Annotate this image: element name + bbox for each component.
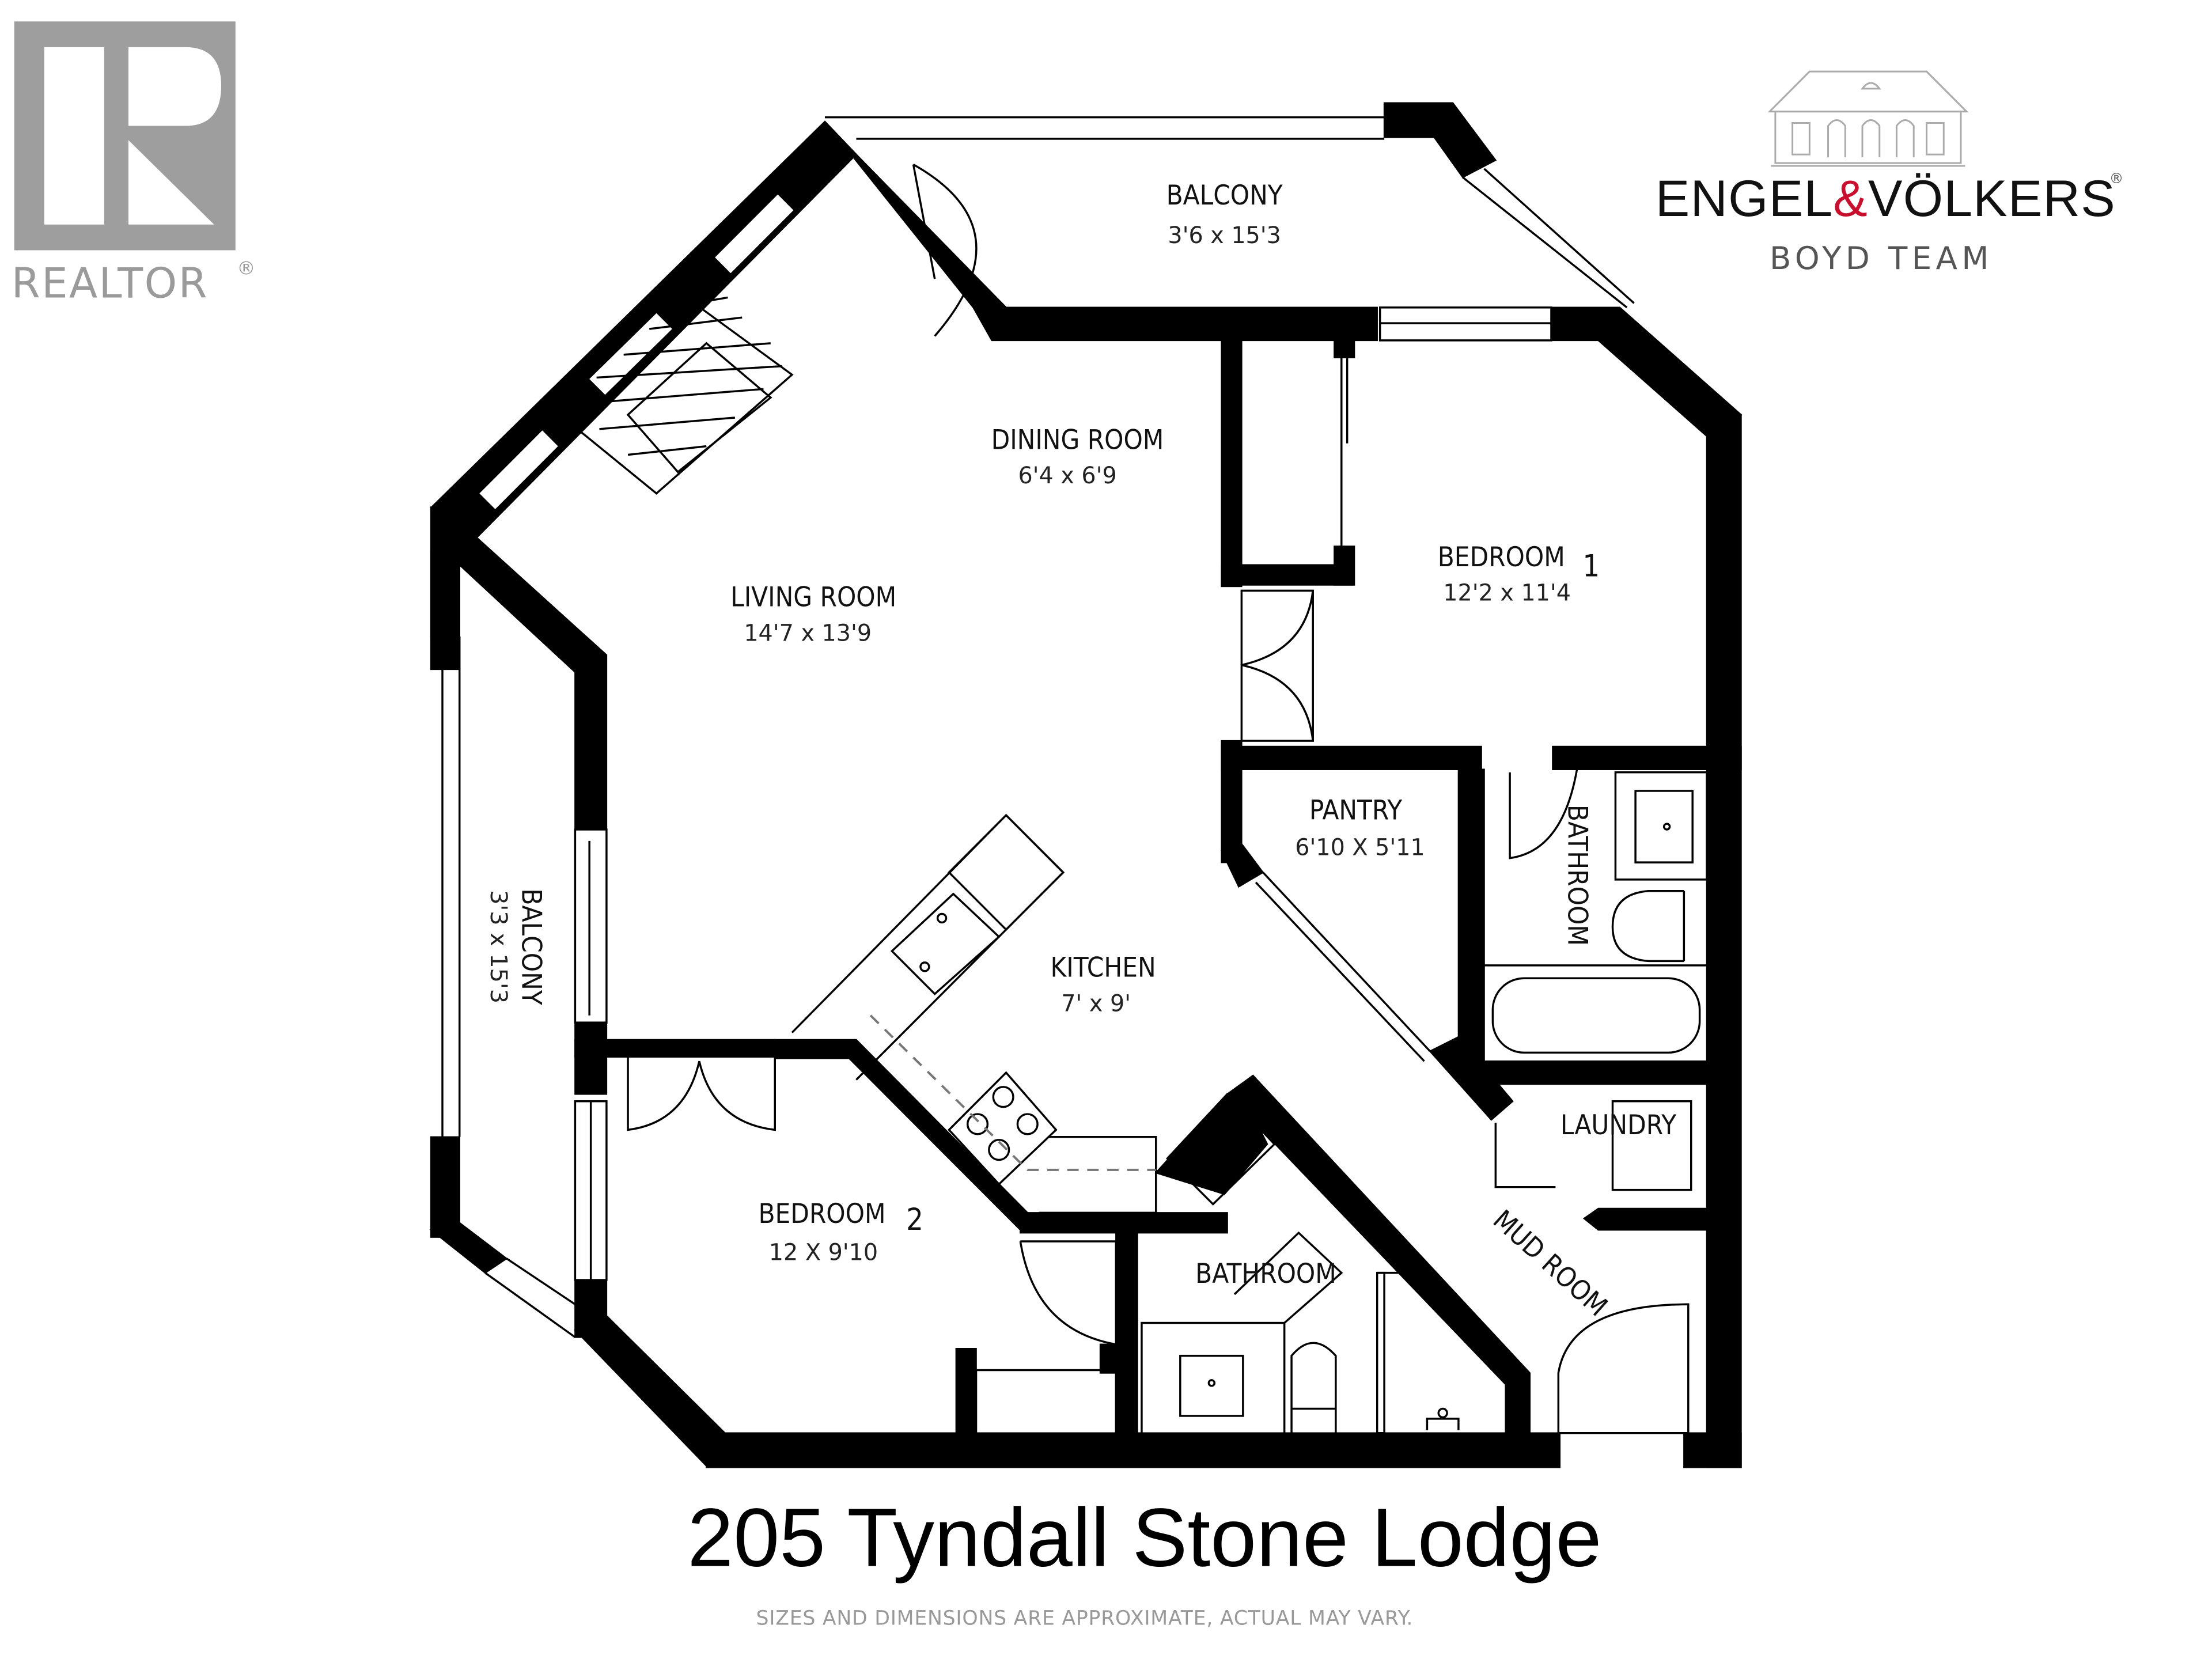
svg-text:7' x 9': 7' x 9' (1061, 990, 1131, 1017)
balcony-rails (441, 116, 1635, 1338)
property-title: 205 Tyndall Stone Lodge (687, 1491, 1601, 1584)
toilet-icon (1611, 890, 1684, 963)
room-label-balcony-top: BALCONY 3'6 x 15'3 (1166, 180, 1283, 249)
room-label-laundry: LAUNDRY (1560, 1109, 1677, 1141)
svg-text:3'6 x 15'3: 3'6 x 15'3 (1168, 222, 1281, 249)
svg-text:LAUNDRY: LAUNDRY (1560, 1109, 1677, 1141)
svg-text:3'3 x 15'3: 3'3 x 15'3 (485, 890, 512, 1003)
svg-text:ENGEL&VÖLKERS: ENGEL&VÖLKERS (1656, 169, 2116, 227)
stove-icon (948, 1071, 1058, 1186)
brand-ampersand: & (1833, 169, 1868, 227)
realtor-logo: REALTOR ® (12, 21, 255, 307)
toilet-icon (1290, 1342, 1337, 1433)
windows (476, 191, 1552, 1281)
svg-text:LIVING ROOM: LIVING ROOM (730, 582, 896, 613)
shower-icon (1426, 1418, 1460, 1430)
room-label-pantry: PANTRY 6'10 X 5'11 (1295, 795, 1425, 861)
mansion-icon (1767, 70, 1969, 167)
kitchen-fixtures (791, 813, 1276, 1214)
fridge-icon (948, 813, 1065, 931)
svg-text:6'4 x 6'9: 6'4 x 6'9 (1018, 463, 1116, 489)
room-label-bathroom-2: BATHROOM (1195, 1258, 1336, 1290)
brand-registered-mark: ® (2109, 170, 2124, 187)
svg-text:1: 1 (1582, 550, 1600, 584)
svg-text:BEDROOM: BEDROOM (1438, 541, 1565, 573)
svg-text:PANTRY: PANTRY (1309, 795, 1403, 827)
fireplace-icon (540, 285, 794, 495)
svg-text:2: 2 (906, 1203, 923, 1237)
brand-name-right: VÖLKERS (1868, 169, 2116, 227)
svg-text:6'10 X 5'11: 6'10 X 5'11 (1295, 835, 1425, 861)
room-label-bedroom-1: BEDROOM 1 12'2 x 11'4 (1438, 541, 1600, 607)
room-label-living-room: LIVING ROOM 14'7 x 13'9 (730, 582, 896, 647)
doors (627, 164, 1690, 1466)
disclaimer: SIZES AND DIMENSIONS ARE APPROXIMATE, AC… (756, 1607, 1413, 1630)
room-label-balcony-left: BALCONY 3'3 x 15'3 (485, 888, 547, 1006)
svg-text:BALCONY: BALCONY (1166, 180, 1283, 211)
washer-icon (1611, 1100, 1692, 1191)
sliding-doors (588, 357, 1431, 1062)
svg-text:KITCHEN: KITCHEN (1050, 952, 1156, 984)
vanity-sink-icon (1634, 790, 1694, 863)
svg-text:BATHROOM: BATHROOM (1562, 805, 1593, 946)
svg-text:BATHROOM: BATHROOM (1195, 1258, 1336, 1290)
room-label-bedroom-2: BEDROOM 2 12 X 9'10 (759, 1198, 923, 1266)
bathtub-icon (1491, 977, 1701, 1054)
room-label-bathroom-1: BATHROOM (1562, 805, 1593, 946)
bathroom-2-fixtures (1141, 1271, 1460, 1435)
svg-text:12'2 x 11'4: 12'2 x 11'4 (1443, 580, 1571, 607)
engel-volkers-logo: ENGEL&VÖLKERS ® BOYD TEAM (1656, 70, 2124, 276)
svg-text:BALCONY: BALCONY (516, 888, 547, 1006)
svg-text:DINING ROOM: DINING ROOM (991, 425, 1164, 456)
laundry-fixtures (1494, 1100, 1692, 1191)
realtor-wordmark: REALTOR (12, 259, 209, 307)
team-name: BOYD TEAM (1770, 240, 1993, 276)
svg-text:12 X 9'10: 12 X 9'10 (769, 1239, 878, 1266)
registered-mark: ® (237, 257, 255, 279)
room-label-dining-room: DINING ROOM 6'4 x 6'9 (991, 425, 1164, 490)
room-label-kitchen: KITCHEN 7' x 9' (1050, 952, 1156, 1017)
closet (975, 1369, 1118, 1435)
sink-icon (890, 892, 1001, 995)
bathroom-1-fixtures (1484, 771, 1708, 1054)
svg-text:BEDROOM: BEDROOM (759, 1198, 886, 1230)
svg-text:14'7 x 13'9: 14'7 x 13'9 (744, 620, 872, 646)
vanity-sink-icon (1179, 1354, 1244, 1417)
brand-name-left: ENGEL (1656, 169, 1833, 227)
